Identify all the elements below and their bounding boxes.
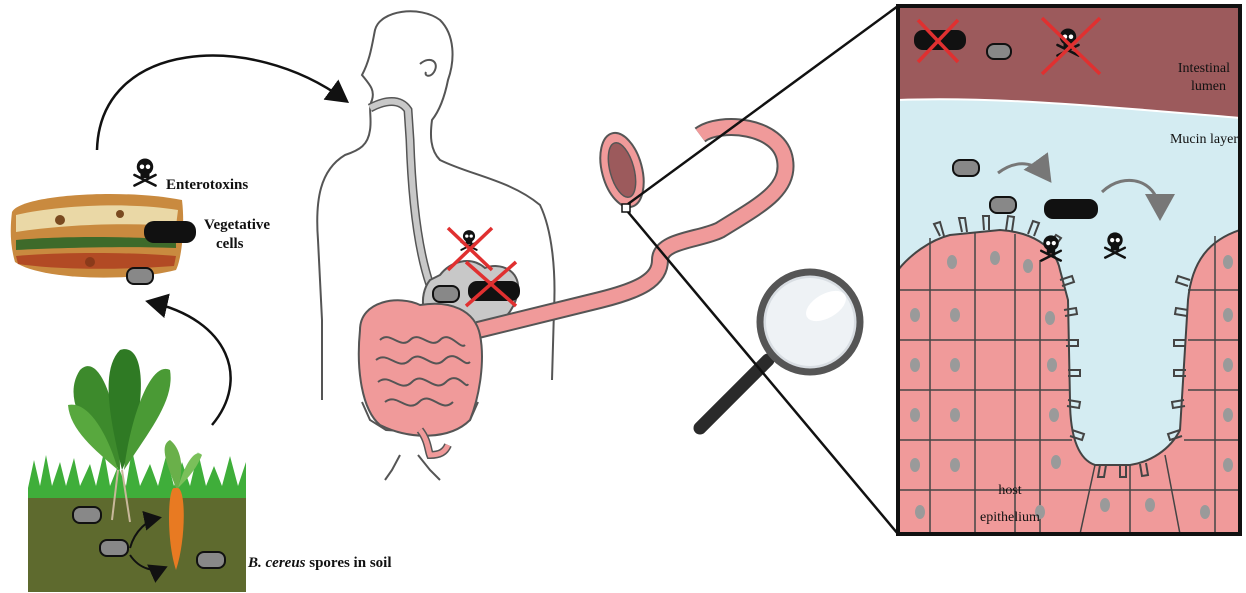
vegetative-cell [1044, 199, 1098, 219]
vegetative-label-1: Vegetative [204, 217, 270, 233]
magnifying-glass-icon [700, 272, 860, 428]
soil-spore [100, 540, 128, 556]
spore [953, 160, 979, 176]
mucin-layer-label: Mucin layer [1170, 132, 1238, 147]
cycle-arrow-top [97, 56, 345, 150]
spore [990, 197, 1016, 213]
spores-in-soil-label: B. cereus spores in soil [247, 555, 392, 571]
zoom-line-top [628, 6, 898, 204]
spore [987, 44, 1011, 59]
soil-spore [73, 507, 101, 523]
vegetative-label-2: cells [216, 236, 244, 252]
host-epithelium-label-2: epithelium [980, 510, 1040, 525]
intestinal-lumen-label-2: lumen [1191, 79, 1226, 94]
intestinal-lumen-label-1: Intestinal [1178, 61, 1230, 76]
host-epithelium-label-1: host [998, 483, 1021, 498]
vegetative-cell [144, 221, 196, 243]
intestine-zoom-panel [898, 6, 1240, 534]
enterotoxins-label: Enterotoxins [166, 177, 248, 193]
soil-spore [197, 552, 225, 568]
zoom-line-bottom [628, 212, 898, 534]
skull-icon [135, 159, 156, 186]
spore [127, 268, 153, 284]
intestine-opening [593, 128, 651, 212]
spore [433, 286, 459, 302]
small-intestine [359, 300, 482, 455]
